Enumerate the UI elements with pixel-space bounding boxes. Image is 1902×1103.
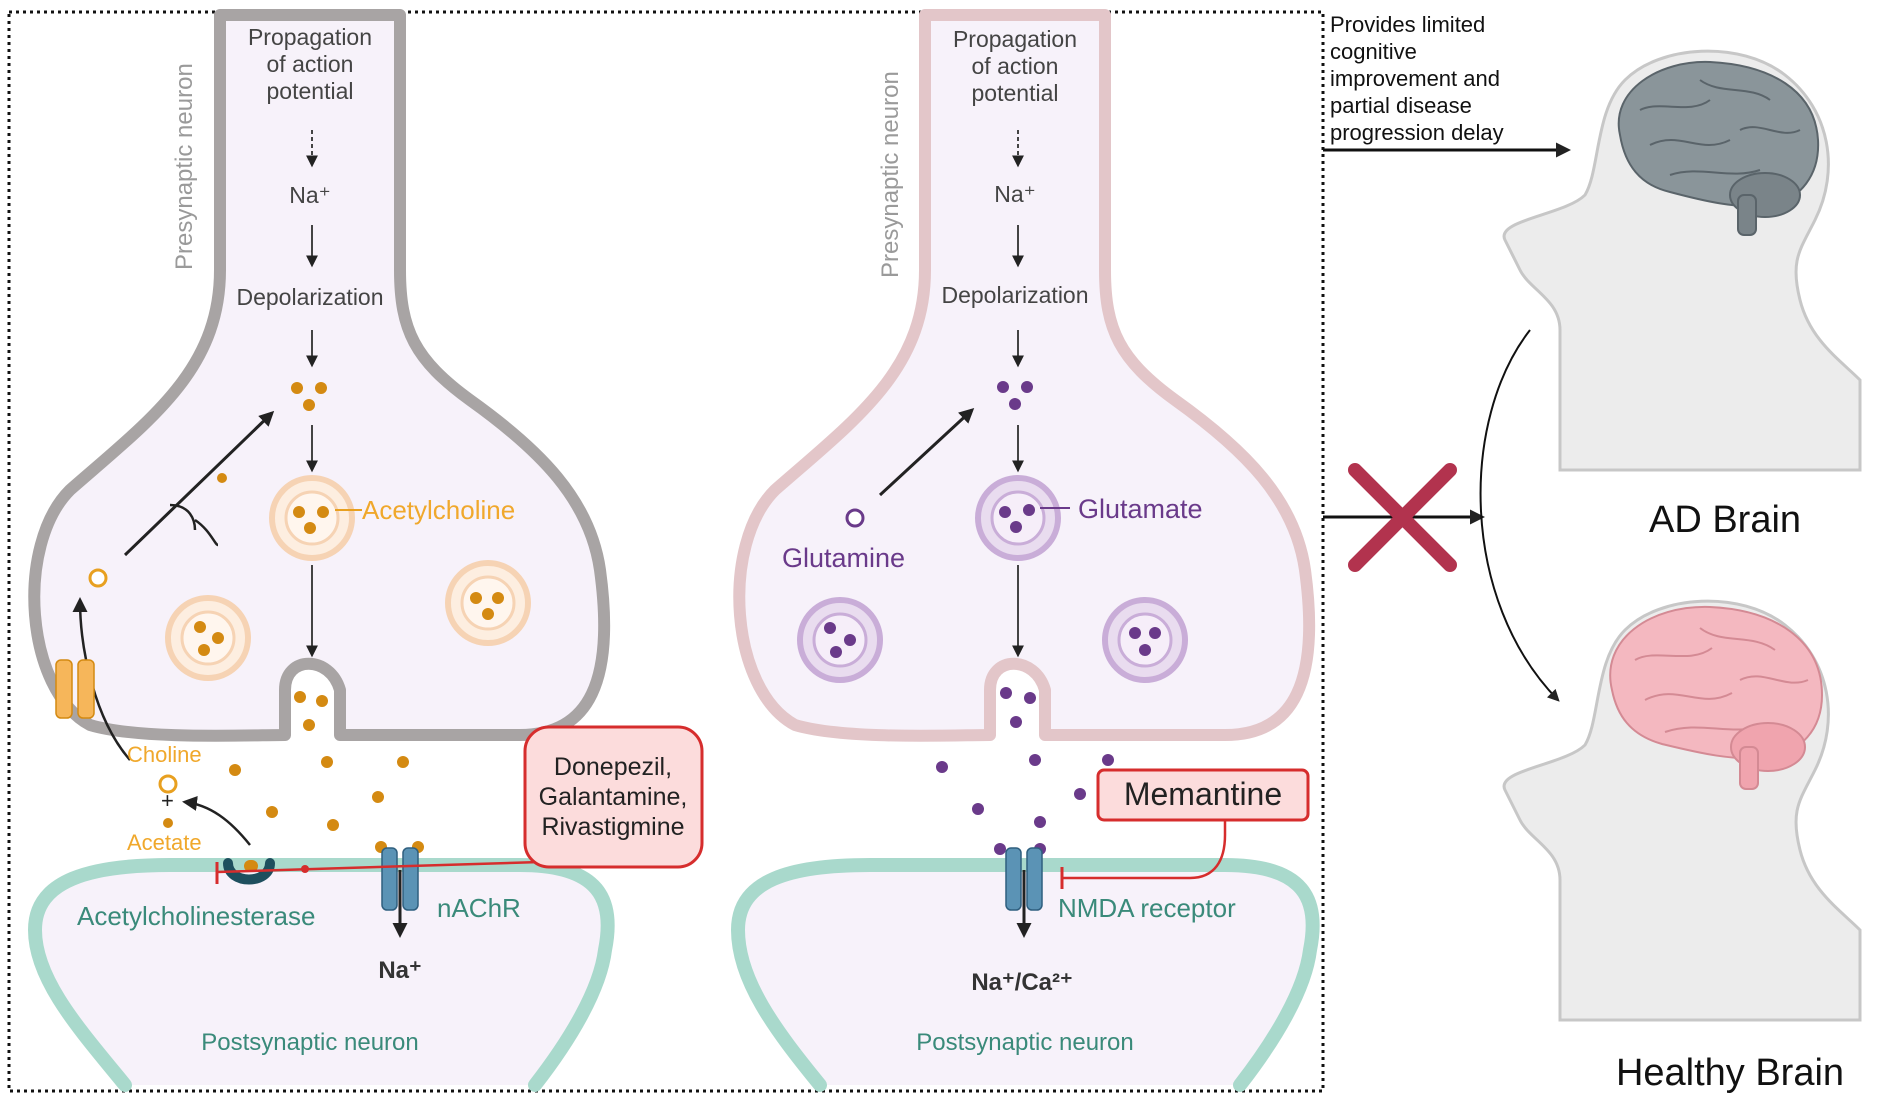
right-vesicle-2 — [797, 597, 883, 683]
glutamate-label: Glutamate — [1078, 494, 1203, 524]
left-vesicle-2 — [165, 595, 251, 681]
ad-brain-label: AD Brain — [1649, 499, 1801, 541]
left-postsynaptic-neuron — [27, 858, 615, 1092]
left-presynaptic-neuron — [28, 9, 611, 742]
drug-galantamine: Galantamine, — [539, 783, 688, 811]
left-inhibition-line — [215, 860, 541, 884]
left-postsynaptic-label: Postsynaptic neuron — [201, 1029, 418, 1056]
nmda-receptor — [1005, 847, 1043, 938]
right-postsynaptic-neuron — [730, 858, 1320, 1092]
ad-brain-head — [1502, 49, 1862, 472]
right-propagation-line-1: Propagation — [953, 26, 1077, 52]
left-vesicle-3 — [445, 560, 531, 646]
right-vesicle-main — [975, 475, 1061, 561]
right-glu-cluster — [997, 381, 1033, 410]
memantine-label: Memantine — [1124, 776, 1282, 812]
left-synthesis-arrow — [123, 410, 275, 557]
right-na-label: Na⁺ — [994, 181, 1036, 207]
note-line-5: progression delay — [1330, 120, 1504, 145]
left-presynaptic-label: Presynaptic neuron — [171, 63, 198, 270]
left-hydrolysis-arrow — [182, 795, 251, 846]
right-presynaptic-label: Presynaptic neuron — [877, 71, 904, 278]
right-propagation-line-2: of action — [972, 53, 1059, 79]
note-line-3: improvement and — [1330, 66, 1500, 91]
note-line-1: Provides limited — [1330, 12, 1485, 37]
note-line-4: partial disease — [1330, 93, 1472, 118]
right-inhibition-line — [1060, 815, 1227, 889]
glutamine-molecule — [845, 508, 865, 528]
drug-donepezil: Donepezil, — [554, 753, 672, 781]
right-presynaptic-neuron — [733, 9, 1316, 742]
left-bound-ach — [244, 860, 256, 872]
left-vesicle-main — [269, 475, 355, 561]
right-depolarization-label: Depolarization — [941, 282, 1088, 308]
healthy-brain-head — [1502, 599, 1862, 1022]
left-ach-cluster — [291, 382, 327, 411]
glutamine-label: Glutamine — [782, 543, 905, 573]
left-choline-inside — [88, 568, 108, 588]
healthy-brain-label: Healthy Brain — [1616, 1052, 1844, 1094]
right-propagation-line-3: potential — [972, 80, 1059, 106]
left-na-out-label: Na⁺ — [378, 957, 421, 984]
left-choline-outside — [158, 774, 178, 794]
acetylcholinesterase-enzyme — [223, 858, 275, 885]
right-vesicle-3 — [1102, 597, 1188, 683]
note-line-2: cognitive — [1330, 39, 1417, 64]
drug-rivastigmine: Rivastigmine — [541, 813, 684, 841]
ache-inhibitor-box — [523, 725, 704, 869]
choline-transporter — [55, 659, 95, 719]
choline-label: Choline — [127, 742, 202, 767]
left-propagation-line-3: potential — [267, 78, 354, 104]
left-depolarization-label: Depolarization — [236, 284, 383, 310]
left-propagation-line-2: of action — [267, 51, 354, 77]
right-ion-out-label: Na⁺/Ca²⁺ — [971, 969, 1072, 996]
plus-sign: + — [161, 788, 174, 813]
right-synthesis-arrow — [878, 407, 975, 497]
nachr-receptor — [381, 847, 419, 938]
acetylcholine-label: Acetylcholine — [362, 495, 515, 525]
nachr-label: nAChR — [437, 893, 521, 923]
left-na-label: Na⁺ — [289, 182, 331, 208]
acetate-label: Acetate — [127, 830, 202, 855]
right-postsynaptic-label: Postsynaptic neuron — [916, 1029, 1133, 1056]
left-synthesis-join — [169, 503, 219, 547]
memantine-box — [1096, 768, 1310, 822]
nmda-receptor-label: NMDA receptor — [1058, 893, 1236, 923]
acetylcholinesterase-label: Acetylcholinesterase — [77, 901, 315, 931]
cross-icon — [1348, 463, 1457, 572]
progression-arrow — [1479, 329, 1560, 702]
left-propagation-line-1: Propagation — [248, 24, 372, 50]
